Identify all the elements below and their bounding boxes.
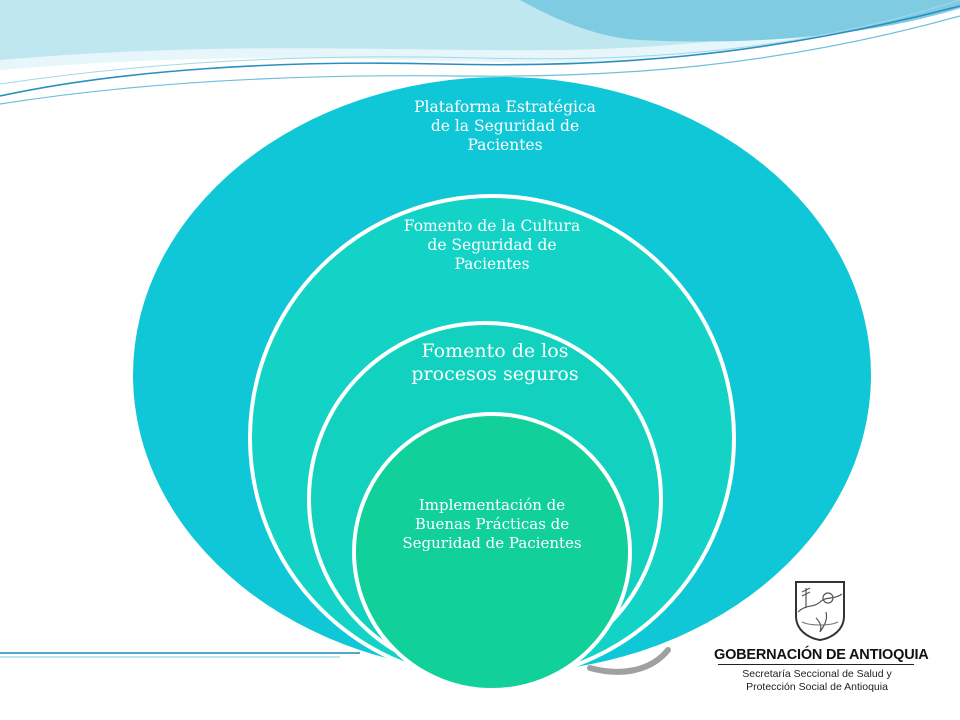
level-4-label: Implementación de Buenas Prácticas de Se… (402, 496, 582, 552)
nested-circles-diagram (133, 77, 871, 692)
level-3-label: Fomento de los procesos seguros (411, 340, 579, 386)
organization-name: GOBERNACIÓN DE ANTIOQUIA (714, 647, 929, 663)
top-wave-decoration (0, 0, 960, 105)
coat-of-arms-icon (795, 581, 845, 642)
organization-subtitle-line-2: Protección Social de Antioquia (746, 681, 888, 693)
logo-divider (718, 664, 914, 665)
grey-swoosh-decoration (587, 647, 671, 675)
level-2-label: Fomento de la Cultura de Seguridad de Pa… (403, 217, 581, 273)
gobernacion-logo: GOBERNACIÓN DE ANTIOQUIA Secretaría Secc… (712, 560, 929, 700)
organization-subtitle-line-1: Secretaría Seccional de Salud y (742, 668, 892, 680)
level-1-label: Plataforma Estratégica de la Seguridad d… (414, 98, 596, 154)
circle-level-4 (352, 412, 632, 692)
